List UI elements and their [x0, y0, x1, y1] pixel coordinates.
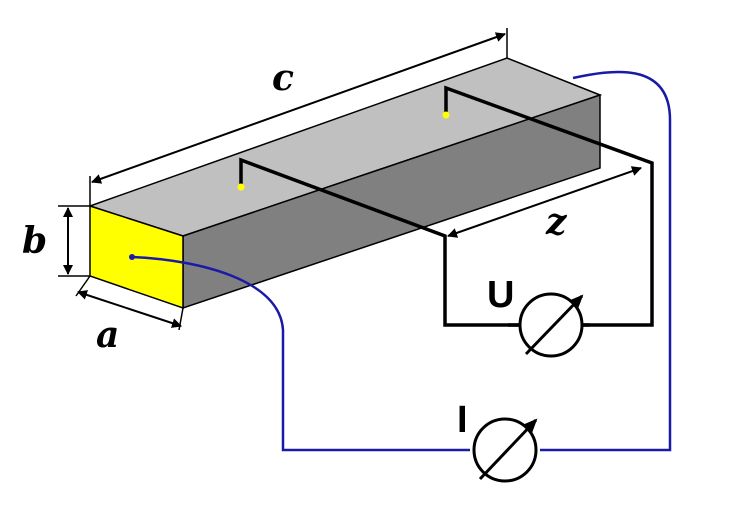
label-a: a: [96, 314, 119, 356]
ammeter: I: [457, 399, 538, 483]
voltmeter: U: [487, 274, 590, 358]
conductor-bar: [87, 57, 603, 310]
voltage-probe-1: [237, 157, 520, 327]
label-c: c: [272, 57, 294, 99]
dimension-z: z: [447, 166, 642, 243]
dimension-c: c: [89, 28, 508, 206]
dimension-a: a: [75, 275, 184, 356]
wire-left: [131, 255, 470, 452]
label-b: b: [22, 220, 47, 262]
contact-point-1: [237, 183, 245, 191]
contact-point-2: [442, 111, 450, 119]
dimension-b: b: [22, 205, 90, 277]
label-U: U: [487, 274, 514, 316]
current-circuit: [129, 70, 672, 452]
voltmeter-icon: [518, 292, 584, 358]
wire-end-contact: [129, 254, 135, 260]
label-I: I: [457, 399, 468, 441]
voltage-probe-2: [442, 85, 654, 327]
label-z: z: [545, 201, 568, 243]
wire-right: [540, 70, 672, 452]
